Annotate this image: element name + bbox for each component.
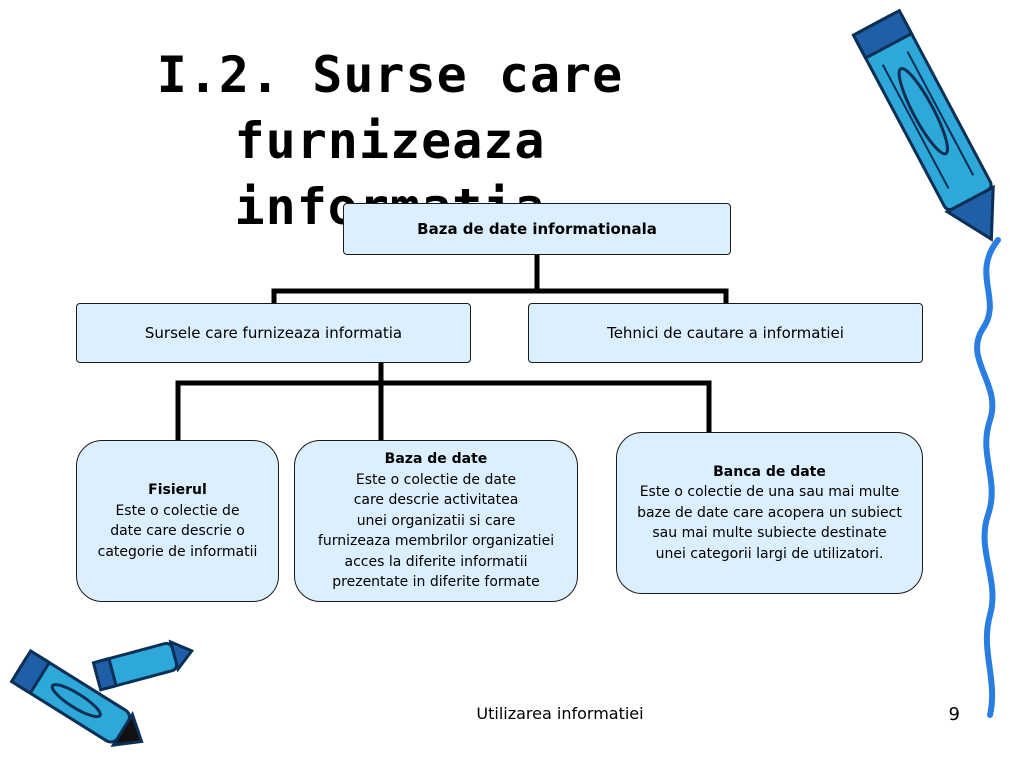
diagram-root-box: Baza de date informationala <box>343 203 731 255</box>
fisierul-heading: Fisierul <box>148 482 207 498</box>
banca-de-date-line: sau mai multe subiecte destinate <box>652 525 887 542</box>
banca-de-date-heading: Banca de date <box>713 463 826 480</box>
fisierul-line: Este o colectie de <box>115 502 240 519</box>
page-number: 9 <box>948 704 960 725</box>
fisierul-box: Fisierul Este o colectie de date care de… <box>76 440 279 602</box>
slide-title-line-1: I.2. Surse care <box>156 46 624 104</box>
banca-de-date-line: unei categorii largi de utilizatori. <box>655 545 884 562</box>
search-techniques-label: Tehnici de cautare a informatiei <box>607 324 844 342</box>
baza-de-date-box: Baza de date Este o colectie de date car… <box>294 440 578 602</box>
sources-box: Sursele care furnizeaza informatia <box>76 303 471 363</box>
baza-de-date-line: prezentate in diferite formate <box>332 574 540 591</box>
baza-de-date-line: furnizeaza membrilor organizatiei <box>317 533 555 550</box>
baza-de-date-line: acces la diferite informatii <box>344 553 528 570</box>
baza-de-date-line: Este o colectie de date <box>355 471 517 488</box>
search-techniques-box: Tehnici de cautare a informatiei <box>528 303 923 363</box>
slide-footer: Utilizarea informatiei <box>476 704 644 723</box>
fisierul-line: categorie de informatii <box>97 543 258 560</box>
banca-de-date-line: Este o colectie de una sau mai multe <box>639 484 900 501</box>
sources-label: Sursele care furnizeaza informatia <box>144 324 403 342</box>
baza-de-date-line: care descrie activitatea <box>353 492 519 509</box>
diagram-root-label: Baza de date informationala <box>417 220 657 238</box>
baza-de-date-heading: Baza de date <box>384 451 488 468</box>
fisierul-line: date care descrie o <box>110 523 245 539</box>
baza-de-date-line: unei organizatii si care <box>356 512 516 529</box>
banca-de-date-line: baze de date care acopera un subiect <box>637 504 902 521</box>
banca-de-date-box: Banca de date Este o colectie de una sau… <box>616 432 923 594</box>
